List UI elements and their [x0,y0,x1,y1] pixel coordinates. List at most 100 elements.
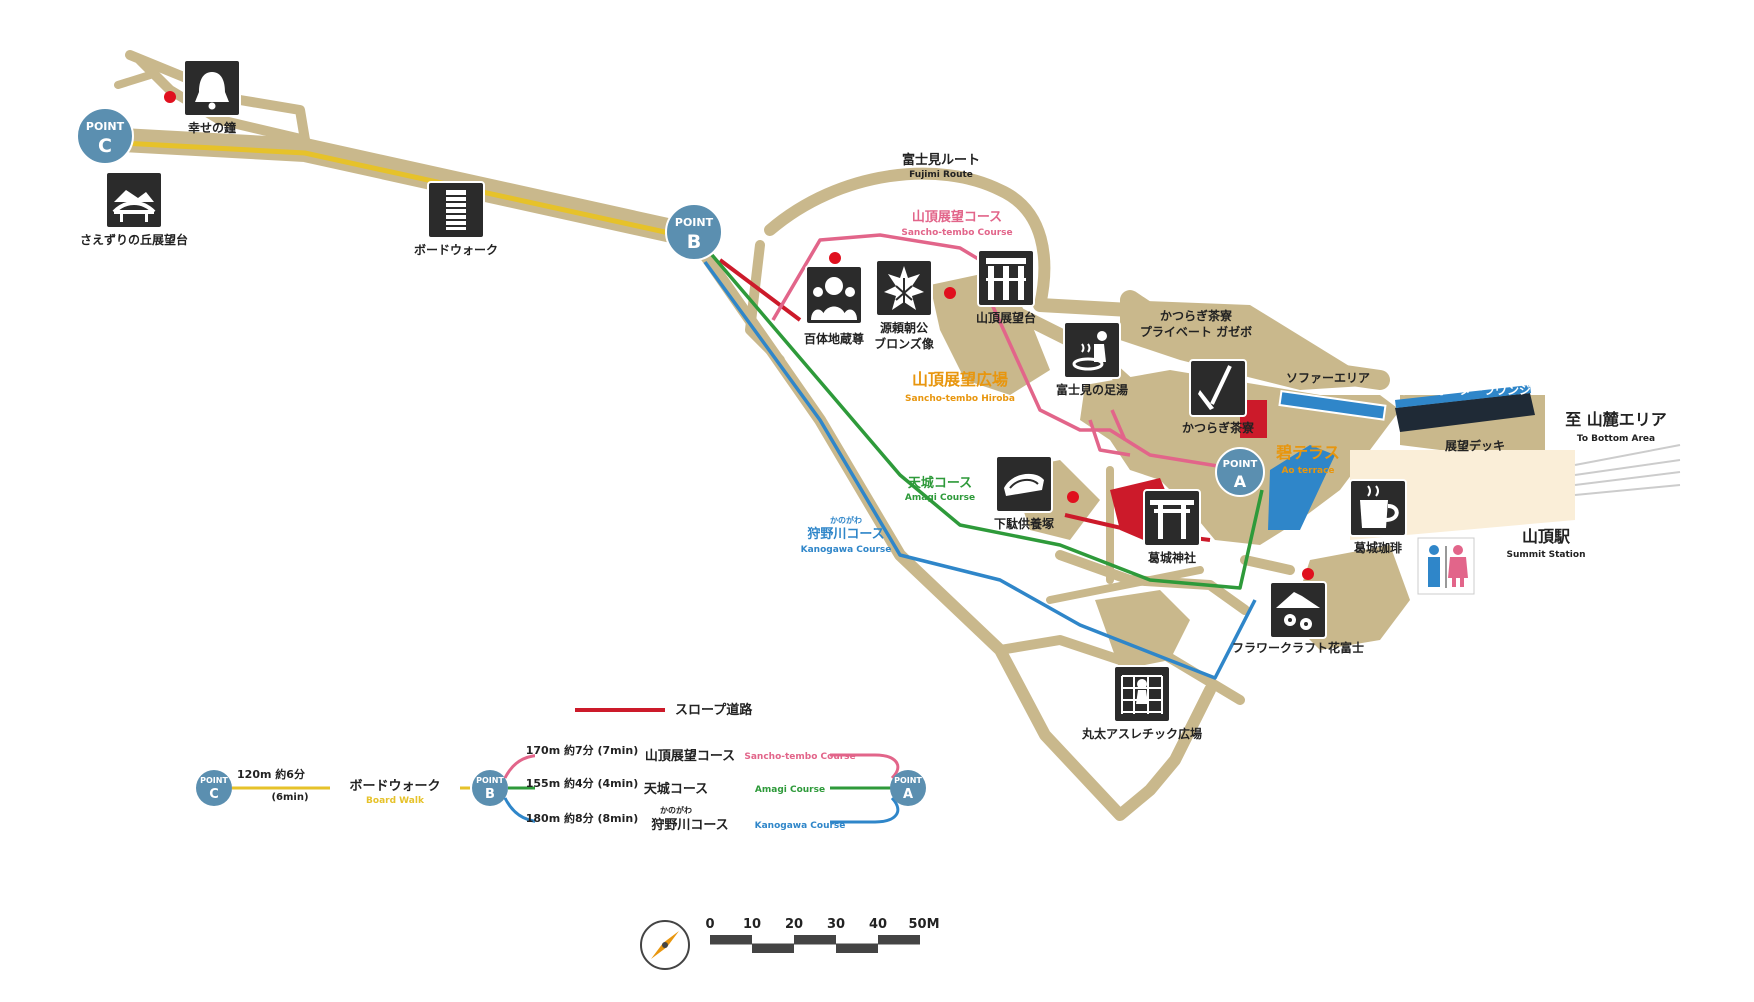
kanogawa-course-line [703,260,1257,680]
geta-label: 下駄供養塚 [994,516,1054,531]
legend-sancho-dist: 170m 約7分 (7min) [526,743,639,757]
amagi-course-en: Amagi Course [905,493,975,503]
svg-text:POINT: POINT [86,120,125,133]
athletic-climber-icon[interactable] [1113,665,1171,723]
scale-tick-50: 50M [908,917,939,932]
svg-text:POINT: POINT [1223,459,1258,470]
legend-point-b: POINT B [472,770,508,806]
athletic-label: 丸太アスレチック広場 [1081,726,1202,741]
saezuri-label: さえずりの丘展望台 [80,232,188,247]
legend-kanogawa-en: Kanogawa Course [755,821,846,831]
torii-gate-icon[interactable] [1143,489,1201,547]
gazebo-label-1: かつらぎ茶寮 [1160,308,1233,323]
sancho-course-label: 山頂展望コース [912,209,1002,225]
bell-label: 幸せの鐘 [188,120,236,135]
water-lounge-label: ザ・ウォーターラウンジ [1399,383,1531,397]
ao-terrace-label: 碧テラス [1275,443,1340,462]
amagi-course-line [710,253,1264,590]
point-c-marker[interactable]: POINT C [76,107,134,165]
geta-sandal-icon[interactable] [995,455,1053,513]
legend-kanogawa-ruby: かのがわ [660,805,692,815]
tower-label: 山頂展望台 [976,310,1036,325]
kanogawa-course-en: Kanogawa Course [801,545,892,555]
rail-lines [1574,444,1681,496]
svg-text:A: A [1234,472,1247,491]
sancho-hiroba-en: Sancho-tembo Hiroba [905,394,1015,404]
legend-amagi-name: 天城コース [644,781,708,797]
legend-cb-dist: 120m 約6分 [237,767,305,781]
scale-tick-20: 20 [785,917,803,932]
yoritomo-label-1: 源頼朝公 [880,320,928,335]
svg-text:B: B [687,231,701,253]
svg-text:POINT: POINT [476,776,504,785]
boardwalk-icon[interactable] [427,181,485,239]
svg-text:C: C [209,787,219,802]
boardwalk-course-line [119,140,695,241]
scale-tick-10: 10 [743,917,761,932]
scale-tick-0: 0 [705,917,714,932]
svg-text:POINT: POINT [894,776,922,785]
legend-boardwalk-en: Board Walk [366,796,425,806]
legend-sancho-name: 山頂展望コース [645,748,735,764]
legend-amagi-en: Amagi Course [755,785,825,795]
shrine-label: 葛城神社 [1147,550,1196,565]
sancho-hiroba-label: 山頂展望広場 [912,370,1008,389]
chaya-label: かつらぎ茶寮 [1182,420,1255,435]
svg-text:POINT: POINT [675,216,714,229]
amagi-course-label: 天城コース [908,475,972,491]
sofa-area-bar [1278,389,1387,421]
route-legend: スロープ道路 POINT C 120m 約6分 (6min) ボードウォーク B… [196,702,926,834]
legend-point-a: POINT A [890,770,926,806]
location-dots [164,91,1314,580]
observation-tower-icon[interactable] [977,249,1035,307]
ao-terrace-area [1268,445,1335,530]
boardwalk-facility-label: ボードウォーク [414,242,498,257]
bell-icon[interactable] [183,59,241,117]
compass-icon [640,920,690,970]
to-bottom-en: To Bottom Area [1577,434,1655,444]
svg-text:B: B [485,787,495,802]
coffee-label: 葛城珈琲 [1353,540,1402,555]
station-label: 山頂駅 [1522,527,1571,546]
fujimi-route-en: Fujimi Route [909,170,973,180]
legend-point-c: POINT C [196,770,232,806]
svg-text:C: C [98,135,112,157]
legend-kanogawa-dist: 180m 約8分 (8min) [526,811,639,825]
foot-bath-icon[interactable] [1063,321,1121,379]
legend-kanogawa-name: 狩野川コース [651,817,728,833]
legend-slope-label: スロープ道路 [675,702,753,718]
deck-label: 展望デッキ [1445,438,1505,453]
to-bottom-label: 至 山麓エリア [1565,410,1667,429]
scale-tick-30: 30 [827,917,845,932]
jizo-label: 百体地蔵尊 [804,331,864,346]
tea-whisk-icon[interactable] [1189,359,1247,417]
scale-tick-40: 40 [869,917,887,932]
legend-boardwalk: ボードウォーク [349,778,440,794]
water-lounge-area [1395,393,1535,432]
svg-text:A: A [903,787,913,802]
restroom-icon[interactable] [1417,537,1475,595]
sofa-area-label: ソファーエリア [1286,371,1370,385]
sancho-course-en: Sancho-tembo Course [901,228,1012,238]
scale-bar: 0 10 20 30 40 50M [705,917,940,953]
station-en: Summit Station [1506,550,1585,560]
flower-fuji-icon[interactable] [1269,581,1327,639]
legend-sancho-en: Sancho-tembo Course [744,752,855,762]
kanogawa-ruby: かのがわ [830,515,862,525]
observation-bridge-icon[interactable] [105,171,163,229]
flower-label: フラワークラフト花富士 [1232,640,1364,655]
legend-amagi-dist: 155m 約4分 (4min) [526,776,639,790]
bronze-statue-icon[interactable] [875,259,933,317]
yoritomo-label-2: ブロンズ像 [874,336,935,351]
jizo-statues-icon[interactable] [805,265,863,325]
svg-text:POINT: POINT [200,776,228,785]
point-a-marker[interactable]: POINT A [1215,447,1265,497]
footbath-label: 富士見の足湯 [1056,382,1128,397]
point-b-marker[interactable]: POINT B [665,203,723,261]
kanogawa-course-label: 狩野川コース [807,526,884,542]
ao-terrace-en: Ao terrace [1281,466,1334,476]
coffee-cup-icon[interactable] [1349,479,1407,537]
legend-cb-time: (6min) [271,792,308,803]
water-lounge-strip [1395,385,1531,408]
